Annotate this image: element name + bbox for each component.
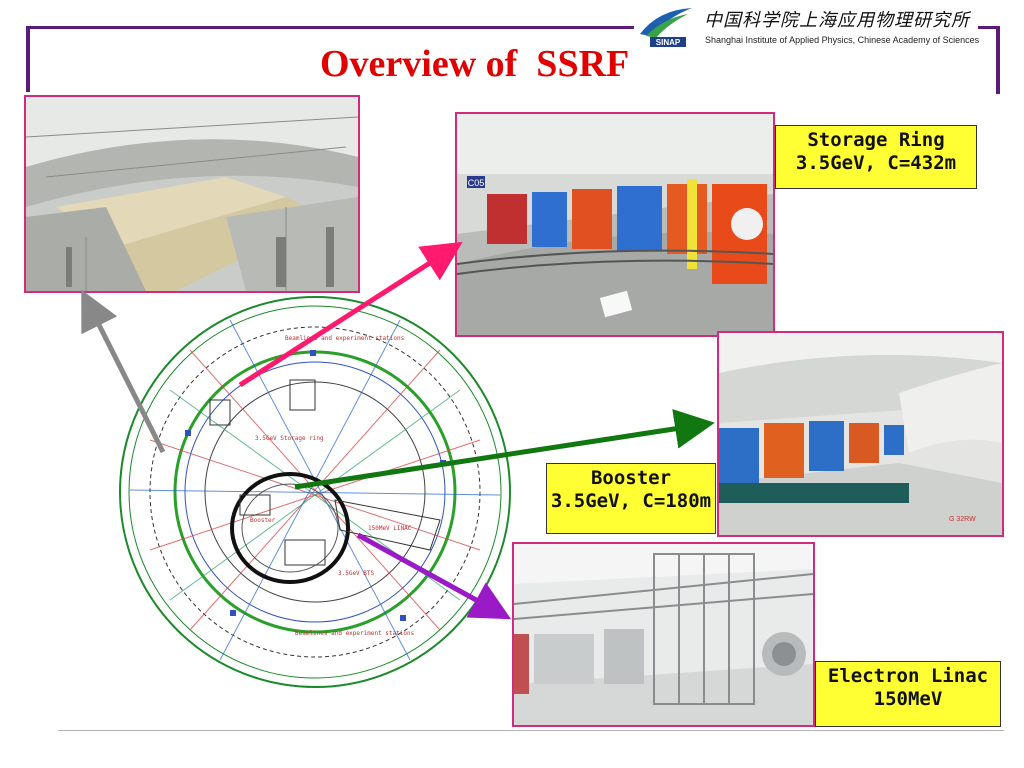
photo-experimental-hall xyxy=(24,95,360,293)
diagram-booster-text: Booster xyxy=(250,517,276,524)
electron-linac-label: Electron Linac 150MeV xyxy=(815,661,1001,727)
booster-label-spec: 3.5GeV, C=180m xyxy=(550,490,712,512)
photo-booster: G 32RW xyxy=(717,331,1004,537)
header-frame-right xyxy=(996,26,1000,94)
diagram-beamline-top-text: Beamlines and experiment stations xyxy=(285,335,405,342)
storage-ring-photo-tag: C05 xyxy=(468,178,485,188)
diagram-beamline-bottom-text: Beamlines and experiment stations xyxy=(295,630,415,637)
booster-label: Booster 3.5GeV, C=180m xyxy=(546,463,716,534)
footer-divider xyxy=(58,730,1004,731)
slide-title: Overview of SSRF xyxy=(320,43,630,85)
diagram-linac-text: 150MeV LINAC xyxy=(368,525,412,532)
diagram-storage-ring-text: 3.5GeV Storage ring xyxy=(255,435,324,442)
institute-name-chinese: 中国科学院上海应用物理研究所 xyxy=(704,10,970,31)
header-frame-left xyxy=(26,26,30,92)
booster-label-name: Booster xyxy=(590,467,672,489)
photo-electron-linac xyxy=(512,542,815,727)
logo-text: SINAP xyxy=(656,38,681,47)
storage-ring-label-spec: 3.5GeV, C=432m xyxy=(795,152,957,174)
header-frame-right-cap xyxy=(978,26,1000,29)
sinap-logo: SINAP xyxy=(636,4,696,48)
electron-linac-label-name: Electron Linac xyxy=(827,665,989,687)
institute-name-english: Shanghai Institute of Applied Physics, C… xyxy=(705,35,980,45)
storage-ring-label: Storage Ring 3.5GeV, C=432m xyxy=(775,125,977,189)
ssrf-layout-diagram: 3.5GeV Storage ring Booster 150MeV LINAC… xyxy=(110,290,520,695)
storage-ring-label-name: Storage Ring xyxy=(807,129,945,151)
photo-storage-ring: C05 xyxy=(455,112,775,337)
diagram-bts-text: 3.5GeV BTS xyxy=(338,570,375,577)
layout-drawing: 3.5GeV Storage ring Booster 150MeV LINAC… xyxy=(119,296,511,688)
header-frame-top xyxy=(26,26,634,29)
electron-linac-label-spec: 150MeV xyxy=(873,688,943,710)
booster-photo-tag: G 32RW xyxy=(949,516,976,523)
